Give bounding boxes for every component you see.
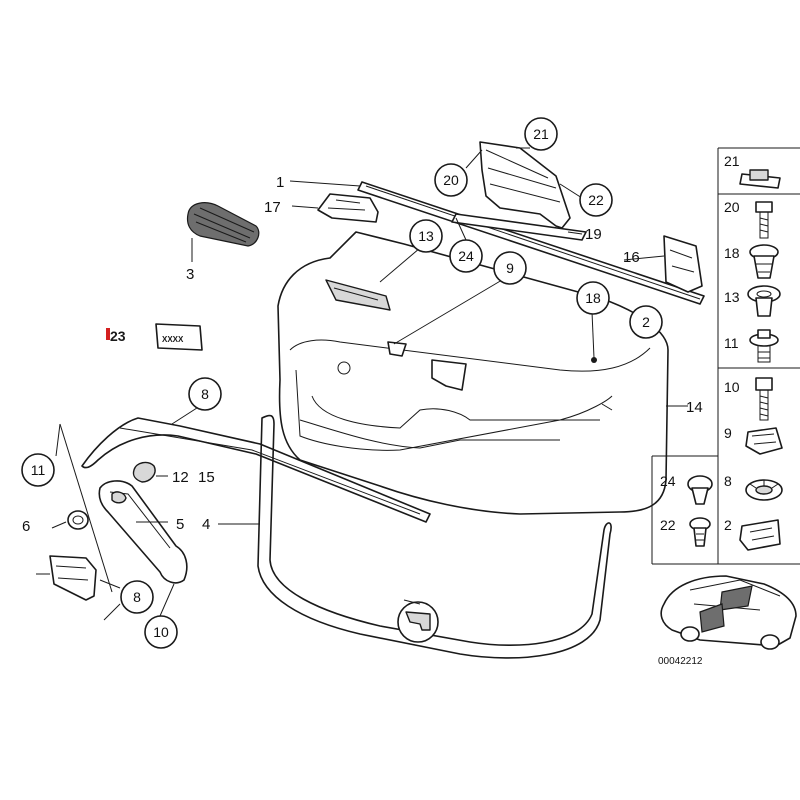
- label-14: 14: [686, 399, 703, 416]
- legend-icon-10-screw: [755, 377, 773, 391]
- drawing-code: 00042212: [658, 656, 703, 667]
- car-locator-thumbnail: [660, 575, 797, 650]
- svg-text:22: 22: [588, 192, 604, 208]
- label-12: 12: [172, 469, 189, 486]
- part-19-trim-carrier: 19: [451, 141, 602, 243]
- legend-label-22: 22: [660, 517, 676, 533]
- fastener-legend-table: 21 20 18 13 11 10 9 8 24: [651, 147, 800, 565]
- part-6-washer: [67, 510, 89, 530]
- part-8-armrest-strip: [81, 417, 431, 523]
- callout-21: 21: [524, 117, 558, 151]
- part-4-door-seal: [257, 414, 612, 659]
- legend-icon-20-bolt: [755, 201, 773, 213]
- legend-label-2: 2: [724, 517, 732, 533]
- svg-text:9: 9: [506, 260, 514, 276]
- legend-label-11: 11: [724, 335, 739, 351]
- part-1-upper-trim-strip: 1: [276, 174, 705, 305]
- svg-text:6: 6: [22, 518, 30, 535]
- label-4: 4: [202, 516, 210, 533]
- svg-text:8: 8: [133, 589, 141, 605]
- door-panel-main: [277, 231, 669, 515]
- callout-11: 11: [21, 453, 55, 487]
- label-16: 16: [623, 249, 640, 266]
- callout-9: 9: [493, 251, 527, 285]
- label-1: 1: [276, 174, 284, 191]
- label-17: 17: [264, 199, 281, 216]
- callout-20: 20: [434, 163, 468, 197]
- label-3: 3: [186, 266, 194, 283]
- legend-label-10: 10: [724, 379, 740, 395]
- legend-label-20: 20: [724, 199, 740, 215]
- callout-8-upper: 8: [188, 377, 222, 411]
- label-15: 15: [198, 469, 215, 486]
- legend-icon-2-clip: [739, 519, 781, 551]
- svg-text:18: 18: [585, 290, 601, 306]
- label-23: 23: [110, 328, 126, 344]
- part-17-bracket: 17: [264, 193, 379, 223]
- svg-text:2: 2: [642, 314, 650, 330]
- svg-text:13: 13: [418, 228, 434, 244]
- part-3-speaker-grille: 3: [186, 202, 260, 283]
- callout-2: 2: [629, 305, 663, 339]
- legend-label-21: 21: [724, 153, 740, 169]
- legend-label-9: 9: [724, 425, 732, 441]
- svg-text:20: 20: [443, 172, 459, 188]
- svg-text:8: 8: [201, 386, 209, 402]
- leader-lines: [51, 147, 688, 621]
- legend-label-18: 18: [724, 245, 740, 261]
- callout-8-lower: 8: [120, 580, 154, 614]
- svg-text:21: 21: [533, 126, 549, 142]
- callout-10: 10: [144, 615, 178, 649]
- legend-label-13: 13: [724, 289, 740, 305]
- part-tag-text: XXXX: [162, 335, 184, 344]
- part-5-pull-handle: 5: [98, 480, 188, 584]
- part-12-cap: 12 15: [132, 461, 215, 486]
- part-16-clip-plate: 16: [623, 235, 703, 293]
- label-5: 5: [176, 516, 184, 533]
- part-7-clip: [36, 555, 97, 601]
- callout-24: 24: [449, 239, 483, 273]
- callout-6-label: 6: [22, 518, 30, 535]
- seal-detail-inset: [397, 601, 439, 643]
- legend-icon-9-clip: [745, 427, 783, 455]
- part-23-tag: 23 XXXX: [106, 323, 203, 351]
- legend-label-8: 8: [724, 473, 732, 489]
- svg-text:10: 10: [153, 624, 169, 640]
- legend-label-24: 24: [660, 473, 676, 489]
- callout-13: 13: [409, 219, 443, 253]
- svg-text:11: 11: [31, 462, 46, 478]
- callout-22: 22: [579, 183, 613, 217]
- callout-18: 18: [576, 281, 610, 315]
- label-19: 19: [585, 226, 602, 243]
- svg-text:24: 24: [458, 248, 474, 264]
